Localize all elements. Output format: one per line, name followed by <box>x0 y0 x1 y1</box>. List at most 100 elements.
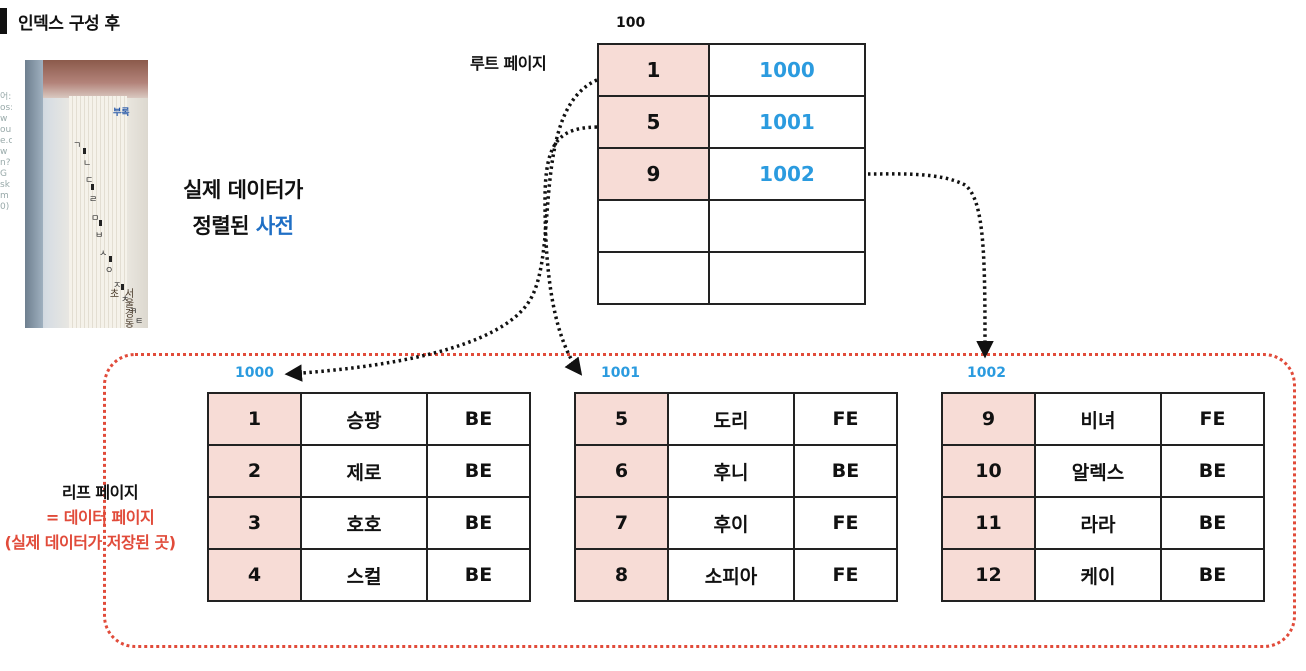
root-row: 9 1002 <box>597 147 866 201</box>
leaf-key-cell: 8 <box>574 548 669 602</box>
fragment-line: m <box>0 191 9 201</box>
index-tab-mark <box>121 284 124 290</box>
description-text: 정렬된 <box>192 214 256 238</box>
root-row: 5 1001 <box>597 95 866 149</box>
leaf-part-cell: FE <box>793 496 898 550</box>
root-empty-cell <box>597 199 710 253</box>
leaf-name-cell: 도리 <box>667 392 795 446</box>
root-page-id: 100 <box>616 15 646 31</box>
root-key-cell: 1 <box>597 43 710 97</box>
appendix-label: 부록 <box>113 108 130 118</box>
root-empty-cell <box>708 251 866 305</box>
index-tab-letter: ㅋ <box>129 307 138 317</box>
leaf-part-cell: BE <box>1160 444 1265 498</box>
leaf-name-cell: 소피아 <box>667 548 795 602</box>
leaf-part-cell: FE <box>793 392 898 446</box>
root-pointer-cell: 1000 <box>708 43 866 97</box>
root-pointer-cell: 1001 <box>708 95 866 149</box>
index-tab-letter: ㅈ <box>113 281 122 291</box>
leaf-page-id: 1000 <box>235 365 274 381</box>
leaf-page-label: 리프 페이지 <box>61 483 139 502</box>
arrow-to-leaf-1000 <box>284 78 598 382</box>
leaf-name-cell: 비녀 <box>1034 392 1162 446</box>
index-tab-mark <box>109 256 112 262</box>
data-page-label: = 데이터 페이지 <box>45 508 155 527</box>
index-tab-letter: ㅂ <box>95 231 104 241</box>
leaf-key-cell: 7 <box>574 496 669 550</box>
leaf-key-cell: 10 <box>941 444 1036 498</box>
arrow-to-leaf-1001 <box>543 125 598 376</box>
root-key-cell: 5 <box>597 95 710 149</box>
leaf-part-cell: BE <box>1160 496 1265 550</box>
fragment-line: 어: <box>0 92 12 102</box>
index-tab-letter: ㅅ <box>99 249 108 259</box>
fragment-line: w <box>0 114 8 124</box>
leaf-key-cell: 5 <box>574 392 669 446</box>
page-edges <box>69 96 127 328</box>
leaf-part-cell: BE <box>426 444 531 498</box>
root-pointer-cell: 1002 <box>708 147 866 201</box>
leaf-name-cell: 케이 <box>1034 548 1162 602</box>
index-tab-mark <box>99 220 102 226</box>
index-tab-letter: ㅁ <box>91 214 100 224</box>
leaf-name-cell: 제로 <box>300 444 428 498</box>
data-page-description: (실제 데이터가 저장된 곳) <box>4 533 176 552</box>
leaf-key-cell: 11 <box>941 496 1036 550</box>
leaf-pages-border <box>103 353 1296 648</box>
leaf-part-cell: BE <box>426 496 531 550</box>
root-row-empty <box>597 251 866 305</box>
root-empty-cell <box>708 199 866 253</box>
index-tab-mark <box>83 148 86 154</box>
leaf-page-id: 1001 <box>601 365 640 381</box>
root-page-label: 루트 페이지 <box>470 54 547 73</box>
root-key-cell: 9 <box>597 147 710 201</box>
leaf-part-cell: BE <box>426 548 531 602</box>
leaf-key-cell: 4 <box>207 548 302 602</box>
book-spine-text: 서울경동초 <box>107 288 133 328</box>
index-tab-mark <box>91 184 94 190</box>
index-tab-letter: ㅊ <box>121 295 130 305</box>
index-tab-letter: ㄱ <box>73 141 82 151</box>
leaf-name-cell: 호호 <box>300 496 428 550</box>
index-tab-letter: ㄷ <box>85 176 94 186</box>
root-row: 1 1000 <box>597 43 866 97</box>
index-tab-letter: ㅌ <box>135 317 144 327</box>
leaf-name-cell: 후이 <box>667 496 795 550</box>
leaf-name-cell: 알렉스 <box>1034 444 1162 498</box>
root-empty-cell <box>597 251 710 305</box>
fragment-line: ou <box>0 125 12 135</box>
leaf-part-cell: BE <box>426 392 531 446</box>
fragment-line: os: <box>0 103 12 113</box>
root-page-table: 1 1000 5 1001 9 1002 <box>597 43 866 305</box>
leaf-page-id: 1002 <box>967 365 1006 381</box>
fragment-line: sk <box>0 180 10 190</box>
leaf-part-cell: FE <box>793 548 898 602</box>
description-highlight: 사전 <box>255 214 294 238</box>
index-tab-letter: ㄹ <box>89 195 98 205</box>
leaf-part-cell: BE <box>793 444 898 498</box>
leaf-key-cell: 12 <box>941 548 1036 602</box>
fragment-line: 0) <box>0 202 10 212</box>
leaf-key-cell: 3 <box>207 496 302 550</box>
fragment-line: w <box>0 147 8 157</box>
leaf-name-cell: 라라 <box>1034 496 1162 550</box>
fragment-line: e.c <box>0 136 12 146</box>
root-row-empty <box>597 199 866 253</box>
dictionary-photo: 부록 ㄱ ㄴ ㄷ ㄹ ㅁ ㅂ ㅅ ㅇ ㅈ ㅊ ㅋ ㅌ 서울경동초 <box>25 60 148 328</box>
book-edge <box>25 60 43 328</box>
